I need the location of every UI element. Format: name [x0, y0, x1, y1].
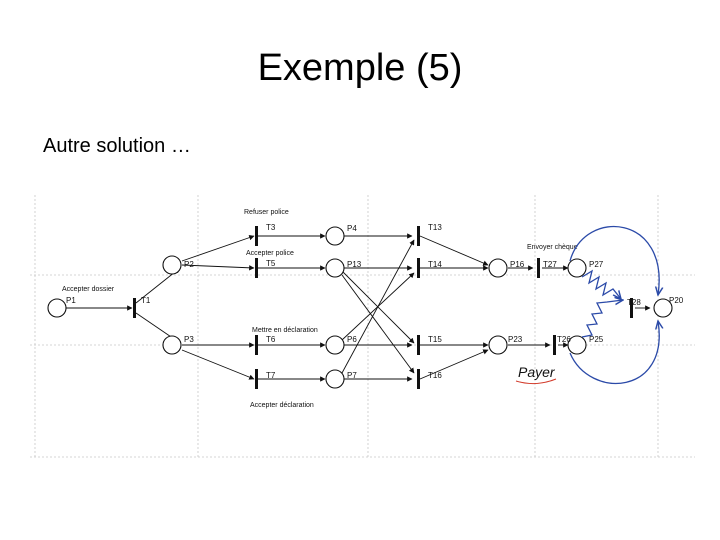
- annotation-envoyer-cheque: Envoyer chèque: [527, 244, 578, 251]
- place-p1: [47, 298, 67, 318]
- transition-t15: [417, 335, 420, 355]
- label-p1: P1: [66, 296, 76, 305]
- label-t13: T13: [428, 223, 442, 232]
- red-underline: [515, 378, 557, 385]
- label-p2: P2: [184, 260, 194, 269]
- petri-net-diagram: P1 P2 P3 P4 P13 P6 P7 P16 P23 P27 P25 P2…: [30, 195, 695, 458]
- transition-t26: [553, 335, 556, 355]
- place-p3: [162, 335, 182, 355]
- transition-t5: [255, 258, 258, 278]
- label-p25: P25: [589, 335, 604, 344]
- blue-zigzag-bottom: [581, 300, 623, 338]
- place-p13: [325, 258, 345, 278]
- blue-zigzag-top: [581, 269, 621, 299]
- annotation-accepter-declaration: Accepter déclaration: [250, 402, 314, 409]
- label-p6: P6: [347, 335, 357, 344]
- slide-title: Exemple (5): [257, 47, 463, 89]
- label-p7: P7: [347, 371, 357, 380]
- label-p16: P16: [510, 260, 525, 269]
- label-t3: T3: [266, 223, 276, 232]
- handwritten-blue-annotations: [569, 225, 659, 385]
- label-p4: P4: [347, 224, 357, 233]
- transition-t27: [537, 258, 540, 278]
- place-p25: [567, 335, 587, 355]
- handwritten-payer: Payer: [518, 364, 556, 380]
- grid: [30, 195, 695, 458]
- label-t16: T16: [428, 371, 442, 380]
- transition-t1: [133, 298, 136, 318]
- label-t6: T6: [266, 335, 276, 344]
- place-p4: [325, 226, 345, 246]
- transition-t6: [255, 335, 258, 355]
- blue-curve-bottom: [569, 321, 659, 385]
- label-t15: T15: [428, 335, 442, 344]
- transition-t28: [630, 298, 633, 318]
- label-p20: P20: [669, 296, 684, 305]
- places: [47, 226, 673, 389]
- place-p27: [567, 258, 587, 278]
- blue-curve-top: [569, 225, 659, 295]
- annotation-mettre-en-declaration: Mettre en déclaration: [252, 327, 318, 334]
- label-p3: P3: [184, 335, 194, 344]
- transitions: [133, 226, 633, 389]
- label-p23: P23: [508, 335, 523, 344]
- place-p23: [488, 335, 508, 355]
- place-labels: P1 P2 P3 P4 P13 P6 P7 P16 P23 P27 P25 P2…: [66, 224, 684, 380]
- transition-labels: T1 T3 T5 T6 T7 T13 T14 T15 T16 T27 T26 T…: [141, 223, 641, 380]
- label-t7: T7: [266, 371, 276, 380]
- annotation-accepter-police: Accepter police: [246, 250, 294, 257]
- label-t14: T14: [428, 260, 442, 269]
- label-p27: P27: [589, 260, 604, 269]
- label-t1: T1: [141, 296, 151, 305]
- label-t27: T27: [543, 260, 557, 269]
- arcs: [66, 233, 651, 382]
- annotation-refuser-police: Refuser police: [244, 209, 289, 216]
- transition-t13: [417, 226, 420, 246]
- place-p7: [325, 369, 345, 389]
- annotations: Accepter dossier Refuser police Accepter…: [62, 209, 578, 409]
- place-p20: [653, 298, 673, 318]
- annotation-accepter-dossier: Accepter dossier: [62, 286, 115, 293]
- place-p2: [162, 255, 182, 275]
- slide-subtitle: Autre solution …: [43, 135, 191, 157]
- label-t26: T26: [557, 335, 571, 344]
- place-p16: [488, 258, 508, 278]
- transition-t16: [417, 369, 420, 389]
- transition-t14: [417, 258, 420, 278]
- transition-t7: [255, 369, 258, 389]
- label-t28: T28: [627, 298, 641, 307]
- label-t5: T5: [266, 259, 276, 268]
- transition-t3: [255, 226, 258, 246]
- place-p6: [325, 335, 345, 355]
- label-p13: P13: [347, 260, 362, 269]
